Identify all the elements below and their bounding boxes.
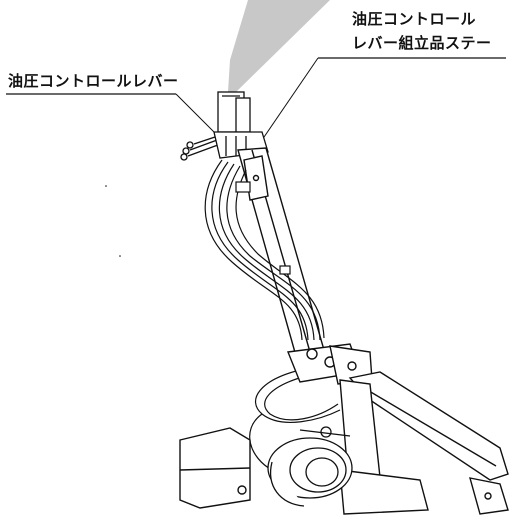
highlight-wedge: [228, 0, 330, 92]
pivot-joint: [287, 343, 373, 385]
small-marks: [105, 185, 121, 257]
label-hydraulic-control-lever: 油圧コントロールレバー: [8, 72, 179, 90]
boom-frame: [179, 371, 509, 515]
swivel-drum: [267, 426, 353, 507]
label-lever-stay-line2: レバー組立品ステー: [352, 34, 492, 52]
leader-line-right-tail: [261, 57, 319, 141]
stay-column: [237, 147, 325, 357]
hydraulic-hoses: [204, 159, 341, 471]
label-lever-stay-line1: 油圧コントロール: [352, 10, 477, 28]
lever-assembly: [180, 91, 269, 161]
leader-line-left-tail: [175, 93, 215, 133]
